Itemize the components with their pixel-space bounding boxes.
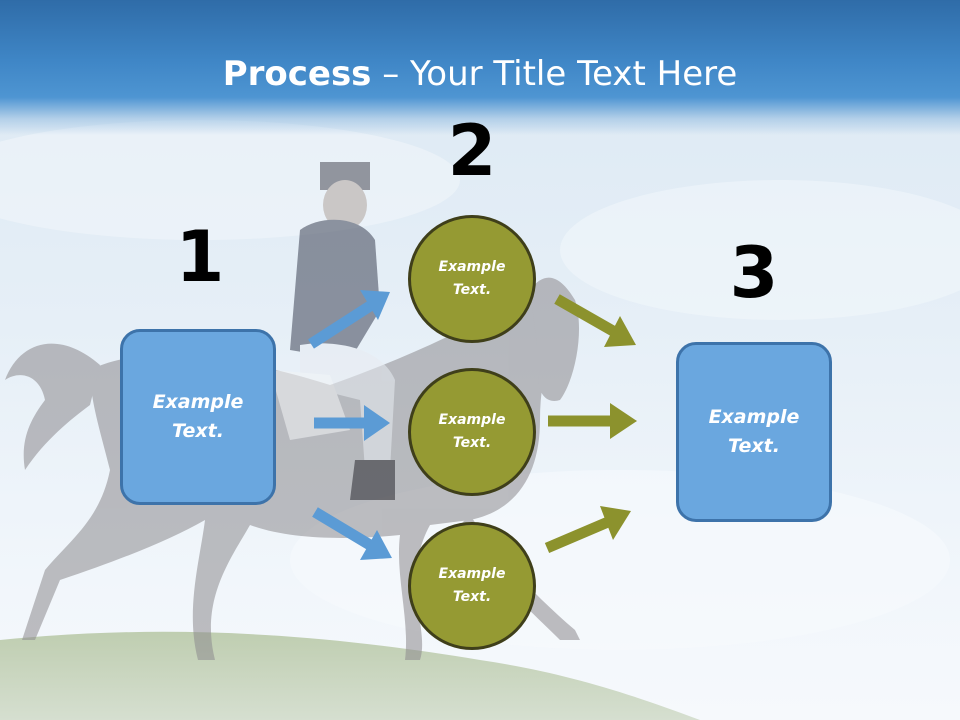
step-2-circle-middle: Example Text. — [408, 368, 536, 496]
step-3-box: Example Text. — [676, 342, 832, 522]
step-number-2: 2 — [447, 110, 497, 192]
step-number-3: 3 — [729, 232, 779, 314]
step-1-box: Example Text. — [120, 329, 276, 505]
step-2-circle-top: Example Text. — [408, 215, 536, 343]
title-bold: Process — [222, 54, 372, 94]
step-number-1: 1 — [175, 216, 225, 298]
circle-bottom-text: Example Text. — [438, 566, 506, 605]
circle-top-text: Example Text. — [438, 259, 506, 298]
slide-title: Process – Your Title Text Here — [0, 52, 960, 96]
step-2-circle-bottom: Example Text. — [408, 522, 536, 650]
title-rest: – Your Title Text Here — [371, 54, 738, 94]
step-1-text: Example Text. — [152, 391, 244, 442]
circle-middle-text: Example Text. — [438, 412, 506, 451]
header-band — [0, 0, 960, 135]
step-3-text: Example Text. — [708, 406, 800, 457]
